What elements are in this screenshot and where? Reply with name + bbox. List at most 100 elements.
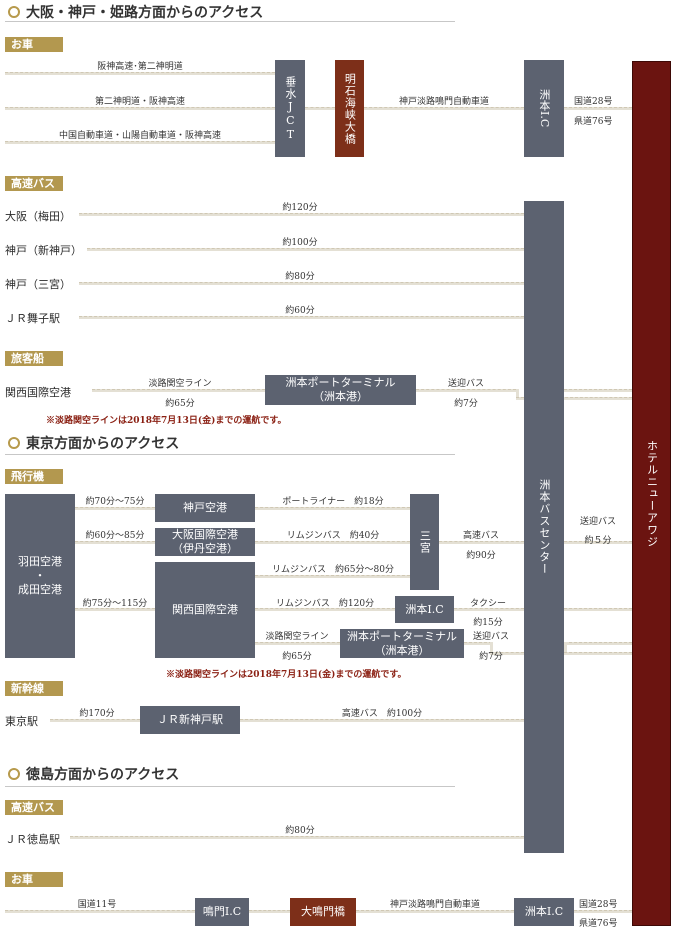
route-label: 阪神高速･第二神明道 [97,62,183,72]
port-terminal-box: 洲本ポートターミナル（洲本港） [340,629,464,658]
route-label: 第二神明道・阪神高速 [94,97,186,107]
hotel-new-awaji-box: ホテルニューアワジ [632,61,671,926]
route-line [75,608,155,611]
kobe-airport-box: 神戸空港 [155,494,255,522]
bridge-box: 明石海峡大橋 [335,60,364,157]
route-line [364,107,524,110]
time-label: 約65分 [282,652,312,662]
time-label: 約５分 [584,536,612,546]
bridge-label: 明石海峡大橋 [343,72,357,145]
route-line [79,316,524,319]
route-line [79,282,524,285]
route-line [5,72,275,75]
origin-label: 神戸（新神戸） [5,244,82,257]
road-label: 国道28号 [574,97,613,107]
taxi-label: タクシー [469,599,507,609]
shuttle-label: 送迎バス [447,379,485,389]
route-line [564,541,632,544]
route-line [70,836,524,839]
route-line [564,389,632,392]
route-line [464,642,492,645]
divider [5,21,455,22]
route-line [75,507,155,510]
shuttle-label: 送迎バス [579,517,617,527]
terminal-label: 洲本ポートターミナル [347,629,457,643]
road-label: 県道76号 [579,919,618,929]
route-line [255,575,410,578]
route-label: リムジンバス 約120分 [275,599,375,609]
terminal-label: 洲本ポートターミナル [285,376,396,390]
route-line [490,652,524,655]
time-label: 約7分 [479,652,503,662]
time-label: 約80分 [285,272,315,282]
road-label: 国道28号 [579,900,618,910]
origin-line-2: 成田空港 [18,582,62,596]
route-line [79,213,524,216]
terminal-sub-label: （洲本港） [313,390,368,403]
plane-note: ※淡路関空ラインは2018年7月13日(金)までの運航です。 [166,670,407,680]
route-line [490,642,493,654]
time-label: 約7分 [454,399,478,409]
route-line [255,507,410,510]
route-line [5,141,275,144]
hotel-label: ホテルニューアワジ [645,439,659,548]
time-label: 約170分 [79,709,115,719]
onaruto-bridge-box: 大鳴門橋 [290,898,356,926]
route-line [5,107,275,110]
route-label: 高速バス 約100分 [341,709,423,719]
shin-kobe-station-box: ＪＲ新神戸駅 [140,706,240,734]
route-line [454,608,524,611]
shuttle-label: 送迎バス [472,632,510,642]
route-line [356,910,514,913]
tag-bus: 高速バス [5,800,63,815]
road-label: 県道76号 [574,117,613,127]
naruto-ic-box: 鳴門I.C [195,898,249,926]
tag-car: お車 [5,37,63,52]
time-label: 約60分 [285,306,315,316]
route-label: ポートライナー 約18分 [282,497,384,507]
time-label: 約70分～75分 [85,497,145,507]
ship-note: ※淡路関空ラインは2018年7月13日(金)までの運航です。 [46,416,287,426]
section-title-text: 東京方面からのアクセス [26,436,180,452]
section-title-text: 大阪・神戸・姫路方面からのアクセス [26,5,264,21]
route-line [564,642,567,654]
divider [5,454,455,455]
route-line [416,389,516,392]
ring-icon [8,6,20,18]
route-line [75,541,155,544]
tag-bus: 高速バス [5,176,63,191]
time-label: 約90分 [466,551,496,561]
time-label: 約75分～115分 [82,599,148,609]
port-terminal-box: 洲本ポートターミナル（洲本港） [265,375,416,405]
tag-ship: 旅客船 [5,351,63,366]
terminal-sub-label: （洲本港） [374,643,430,657]
haneda-narita-box: 羽田空港・成田空港 [5,494,75,658]
time-label: 約65分 [165,399,195,409]
route-line [516,397,632,400]
jct-label: 垂水JCT [283,75,297,142]
route-line [249,910,290,913]
road-label: 国道11号 [77,900,117,910]
time-label: 約60分～85分 [85,531,145,541]
route-line [92,389,265,392]
sumoto-ic-box: 洲本I.C [514,898,574,926]
ring-icon [8,768,20,780]
route-line [564,652,632,655]
divider [5,786,455,787]
route-line [305,107,335,110]
ship-line-label: 淡路関空ライン [148,379,212,389]
section-title-tokyo: 東京方面からのアクセス [8,433,179,453]
route-line [574,910,632,913]
origin-dot: ・ [34,569,46,583]
sumoto-ic-box: 洲本I.C [395,596,454,623]
origin-label: 神戸（三宮） [5,278,71,291]
route-label: リムジンバス 約40分 [286,531,380,541]
route-line [50,719,140,722]
origin-label: ＪＲ舞子駅 [5,312,60,325]
tag-car: お車 [5,872,63,887]
time-label: 約80分 [285,826,315,836]
route-line [564,642,632,645]
route-label: 神戸淡路鳴門自動車道 [398,97,490,107]
time-label: 約15分 [473,618,503,628]
route-label: リムジンバス 約65分～80分 [272,565,394,575]
